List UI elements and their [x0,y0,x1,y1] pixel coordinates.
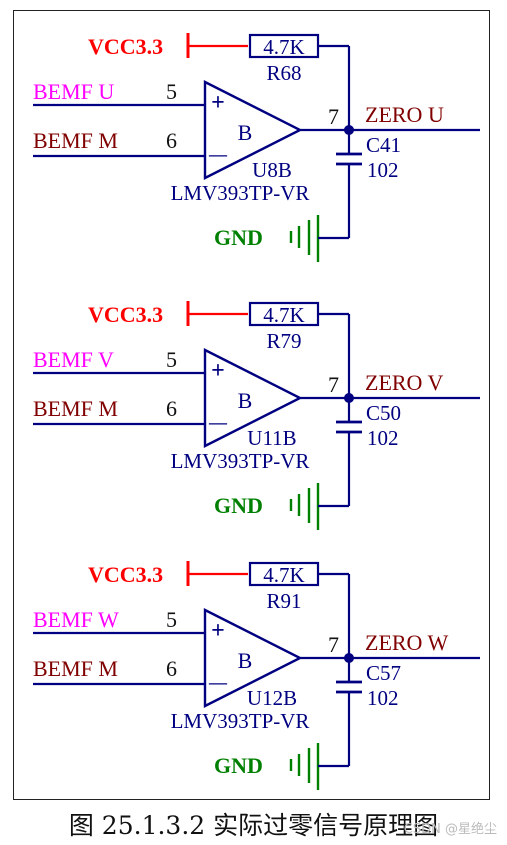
pin-out: 7 [328,104,339,129]
plus-sign: + [211,90,225,116]
plus-sign: + [211,618,225,644]
minus-sign: — [208,412,228,432]
ic-ref: U8B [252,158,292,182]
gnd-label: GND [214,753,263,778]
input-neg-label: BEMF M [33,128,118,153]
input-neg-label: BEMF M [33,656,118,681]
pin-neg: 6 [166,128,177,153]
comparator-symbol [203,608,303,708]
gnd-label: GND [214,493,263,518]
pin-pos: 5 [166,79,177,104]
comparator-symbol [203,348,303,448]
cap-ref: C50 [366,401,401,425]
input-neg-label: BEMF M [33,396,118,421]
ic-part: LMV393TP-VR [171,181,310,205]
cap-ref: C57 [366,661,401,685]
vcc-label: VCC3.3 [88,302,163,327]
resistor-ref: R79 [266,329,301,353]
pin-out: 7 [328,372,339,397]
output-label: ZERO W [365,630,449,655]
pin-pos: 5 [166,347,177,372]
gnd-label: GND [214,225,263,250]
input-pos-label: BEMF U [33,79,114,104]
cap-value: 102 [367,686,399,710]
cap-value: 102 [367,426,399,450]
comparator-symbol [203,80,303,180]
plus-sign: + [211,358,225,384]
input-pos-label: BEMF V [33,347,114,372]
comparator-label: B [238,648,253,673]
pin-pos: 5 [166,607,177,632]
watermark: CSDN @星绝尘 [403,822,497,837]
vcc-label: VCC3.3 [88,34,163,59]
minus-sign: — [208,144,228,164]
ic-ref: U12B [247,686,297,710]
ic-part: LMV393TP-VR [171,449,310,473]
output-label: ZERO V [365,370,444,395]
resistor-ref: R68 [266,61,301,85]
minus-sign: — [208,672,228,692]
resistor-ref: R91 [266,589,301,613]
figure-caption: 图 25.1.3.2 实际过零信号原理图 [68,811,439,840]
pin-out: 7 [328,632,339,657]
resistor-value: 4.7K [263,563,304,587]
output-label: ZERO U [365,102,444,127]
resistor-value: 4.7K [263,303,304,327]
vcc-label: VCC3.3 [88,562,163,587]
input-pos-label: BEMF W [33,607,119,632]
ic-ref: U11B [247,426,296,450]
ic-part: LMV393TP-VR [171,709,310,733]
pin-neg: 6 [166,396,177,421]
pin-neg: 6 [166,656,177,681]
resistor-value: 4.7K [263,35,304,59]
schematic-frame [13,10,490,800]
comparator-label: B [238,120,253,145]
cap-ref: C41 [366,133,401,157]
comparator-label: B [238,388,253,413]
cap-value: 102 [367,158,399,182]
